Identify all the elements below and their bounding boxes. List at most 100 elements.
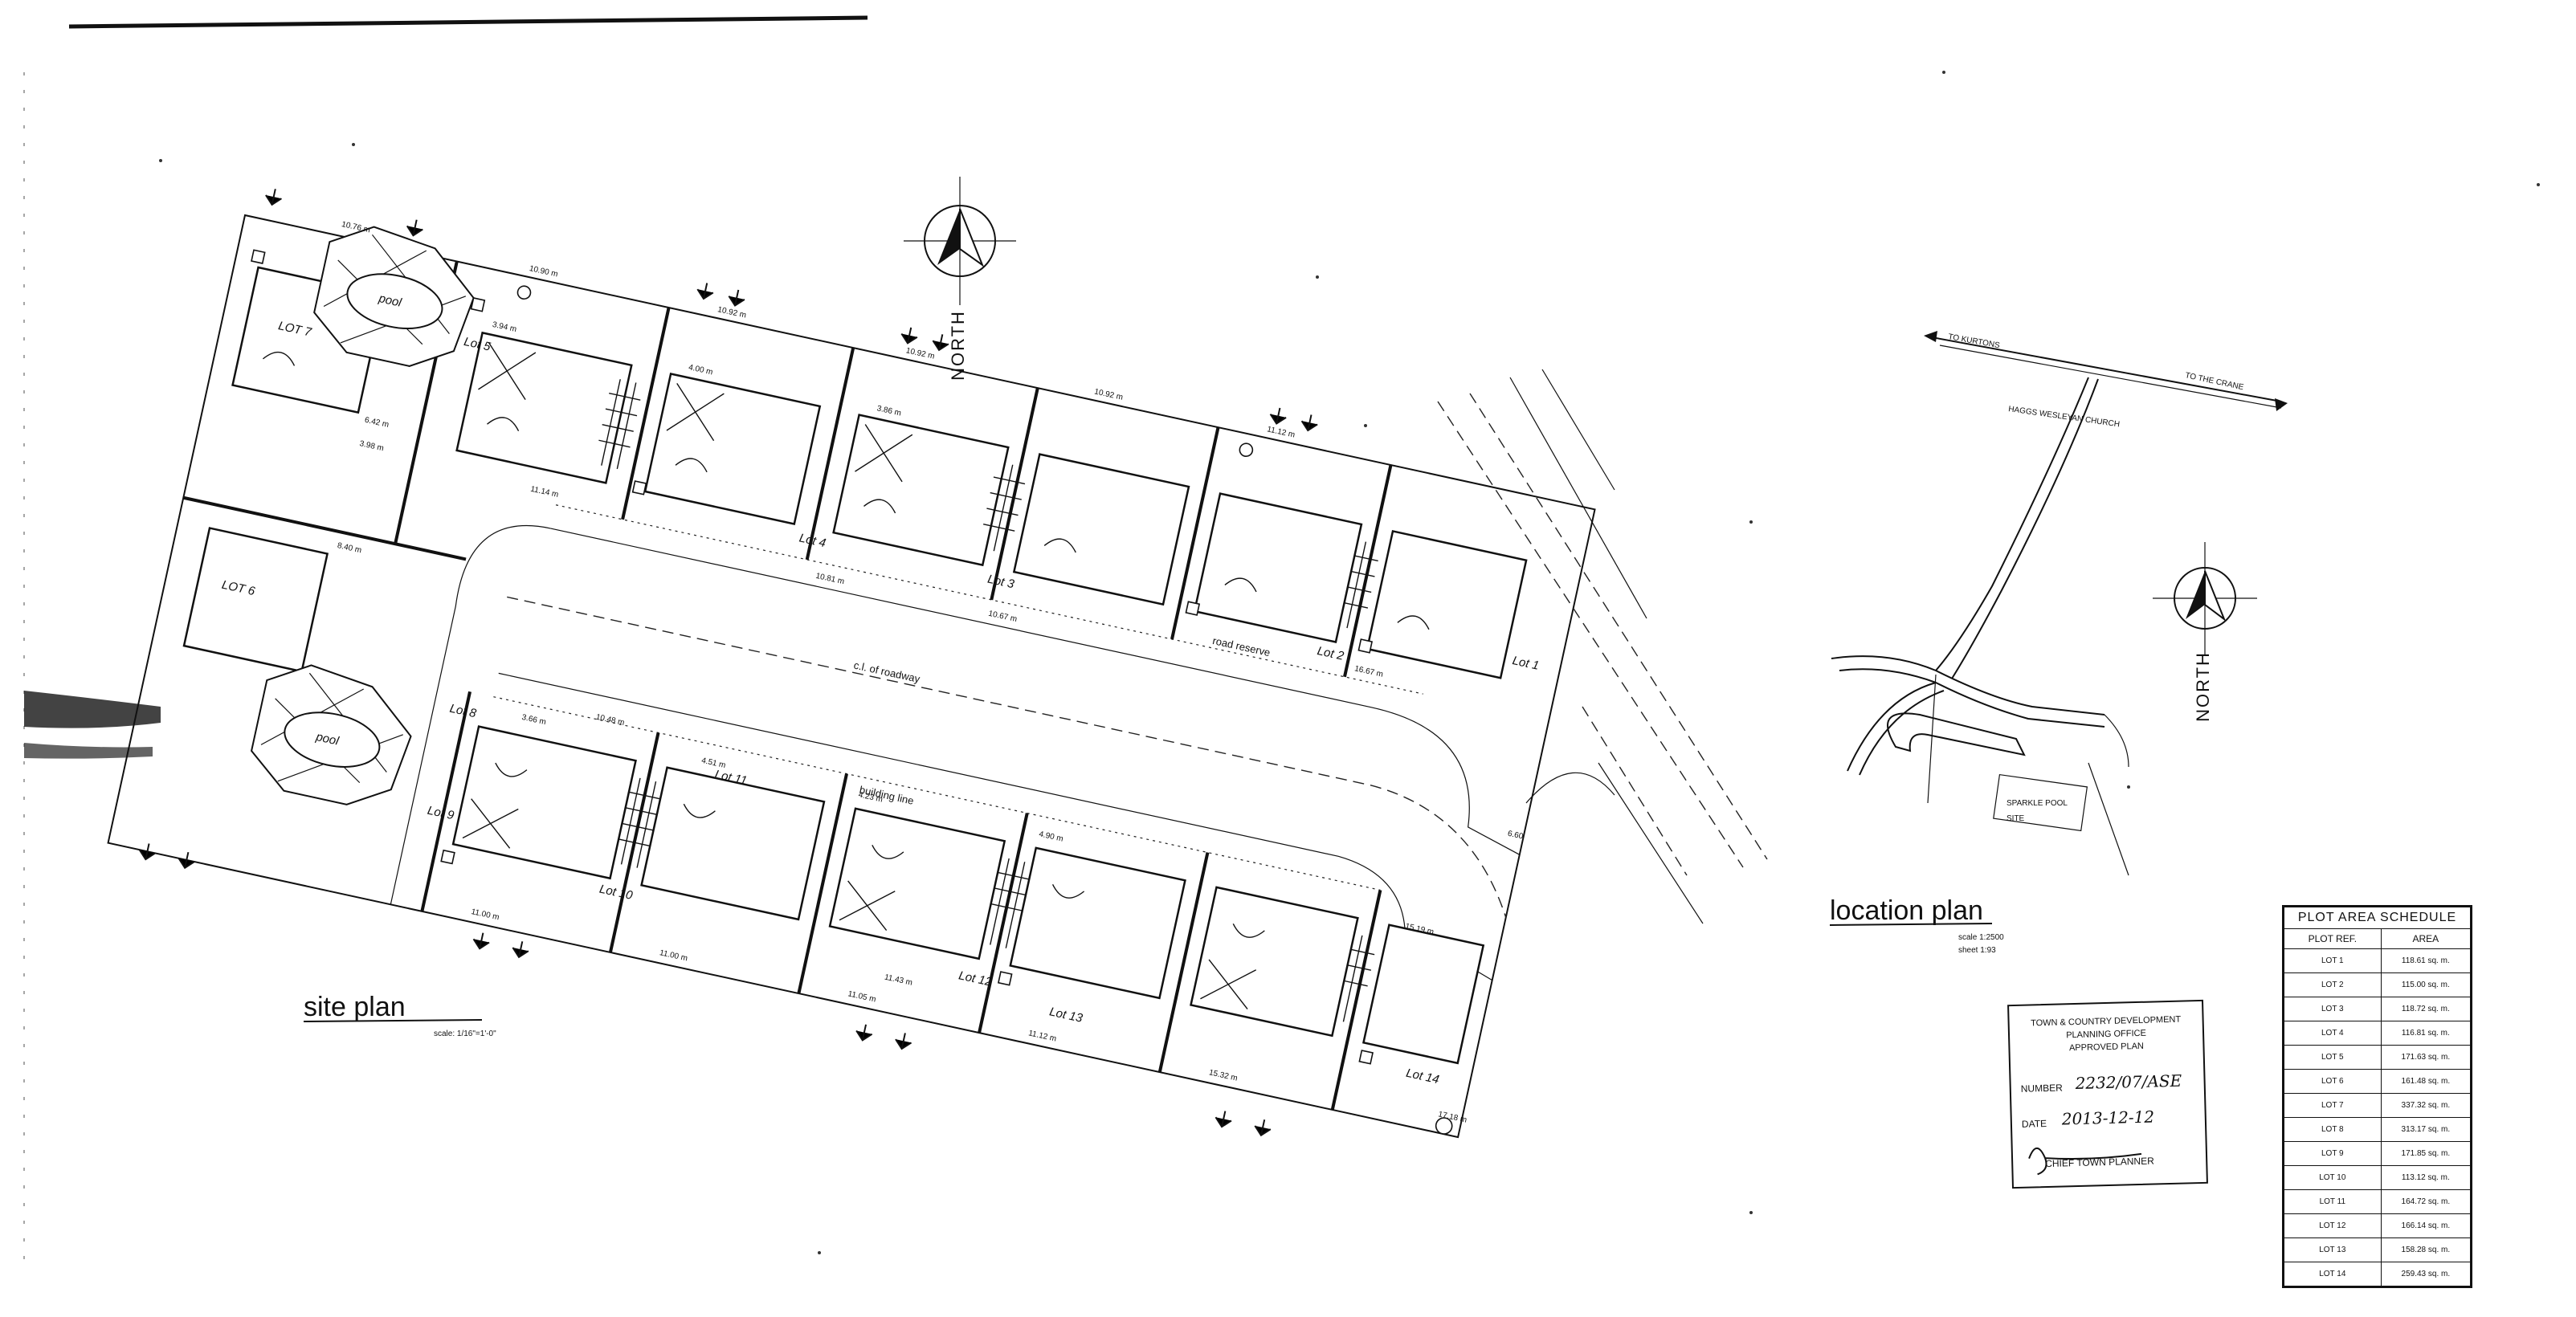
svg-text:11.05 m: 11.05 m bbox=[847, 989, 876, 1004]
schedule-title: PLOT AREA SCHEDULE bbox=[2284, 907, 2471, 929]
main-road-lines bbox=[1437, 369, 1768, 924]
site-plan-title: site plan bbox=[304, 992, 406, 1022]
svg-text:Lot 3: Lot 3 bbox=[986, 573, 1016, 592]
svg-text:Lot 10: Lot 10 bbox=[598, 882, 635, 903]
svg-text:3.94 m: 3.94 m bbox=[492, 320, 517, 334]
schedule-area: 259.43 sq. m. bbox=[2380, 1262, 2472, 1286]
schedule-plot-ref: LOT 11 bbox=[2284, 1189, 2382, 1214]
schedule-area: 171.63 sq. m. bbox=[2380, 1045, 2472, 1070]
lot-labels: LOT 7 LOT 6 Lot 5 Lot 4 Lot 3 Lot 2 Lot … bbox=[221, 319, 1541, 1087]
road-reserve-label: road reserve bbox=[1211, 634, 1272, 658]
road-edge bbox=[498, 672, 1493, 981]
svg-text:10.92 m: 10.92 m bbox=[1093, 387, 1124, 402]
stamp-line-1: TOWN & COUNTRY DEVELOPMENT bbox=[2030, 1014, 2182, 1029]
north-arrow-location bbox=[2153, 542, 2257, 654]
stamp-date-value: 2013-12-12 bbox=[2061, 1107, 2155, 1129]
svg-text:16.67 m: 16.67 m bbox=[1353, 664, 1384, 679]
svg-text:8.40 m: 8.40 m bbox=[337, 541, 362, 555]
location-plan-title: location plan bbox=[1830, 895, 1983, 926]
schedule-plot-ref: LOT 6 bbox=[2284, 1069, 2382, 1094]
svg-text:3.98 m: 3.98 m bbox=[359, 439, 385, 453]
pool-label: pool bbox=[314, 730, 341, 748]
schedule-area: 115.00 sq. m. bbox=[2380, 972, 2472, 997]
schedule-area: 164.72 sq. m. bbox=[2380, 1189, 2472, 1214]
location-label-site: SITE bbox=[2007, 814, 2025, 823]
svg-text:Lot 14: Lot 14 bbox=[1405, 1066, 1440, 1087]
approval-stamp: TOWN & COUNTRY DEVELOPMENT PLANNING OFFI… bbox=[2007, 999, 2208, 1189]
svg-text:Lot 5: Lot 5 bbox=[463, 335, 492, 354]
svg-text:10.81 m: 10.81 m bbox=[814, 572, 845, 586]
site-boundary bbox=[107, 214, 1596, 1139]
location-plan-scale: scale 1:2500 bbox=[1958, 933, 2004, 942]
schedule-plot-ref: LOT 4 bbox=[2284, 1021, 2382, 1046]
schedule-area: 313.17 sq. m. bbox=[2380, 1117, 2472, 1142]
stamp-number-label: NUMBER bbox=[2020, 1082, 2063, 1095]
svg-text:10.67 m: 10.67 m bbox=[987, 610, 1018, 624]
manhole-symbols bbox=[251, 249, 1453, 1135]
schedule-plot-ref: LOT 1 bbox=[2284, 948, 2382, 973]
svg-text:11.12 m: 11.12 m bbox=[1027, 1029, 1057, 1043]
svg-text:4.90 m: 4.90 m bbox=[1038, 830, 1063, 843]
road-centerline bbox=[507, 596, 1507, 918]
dimension-labels: 10.76 m 10.90 m 10.92 m 10.92 m 10.92 m … bbox=[337, 220, 1525, 1125]
svg-text:Lot 13: Lot 13 bbox=[1048, 1005, 1084, 1025]
location-label-church: HAGGS WESLEYAN CHURCH bbox=[2008, 405, 2121, 429]
schedule-header-area: AREA bbox=[2380, 928, 2472, 949]
stamp-number-value: 2232/07/ASE bbox=[2075, 1070, 2182, 1094]
svg-text:11.00 m: 11.00 m bbox=[471, 907, 500, 922]
schedule-area: 113.12 sq. m. bbox=[2380, 1165, 2472, 1190]
road-edge bbox=[390, 524, 551, 905]
schedule-plot-ref: LOT 3 bbox=[2284, 997, 2382, 1021]
location-plan-sheet: sheet 1:93 bbox=[1958, 946, 1996, 955]
palm-tree-symbols bbox=[138, 189, 1318, 1137]
pool-label: pool bbox=[377, 292, 403, 310]
schedule-plot-ref: LOT 2 bbox=[2284, 972, 2382, 997]
svg-text:11.14 m: 11.14 m bbox=[529, 485, 559, 499]
schedule-header-plot-ref: PLOT REF. bbox=[2284, 928, 2382, 949]
svg-text:Lot 12: Lot 12 bbox=[957, 968, 994, 989]
schedule-area: 166.14 sq. m. bbox=[2380, 1213, 2472, 1238]
svg-text:10.92 m: 10.92 m bbox=[716, 305, 747, 320]
stamp-line-3: APPROVED PLAN bbox=[2068, 1041, 2145, 1054]
schedule-area: 337.32 sq. m. bbox=[2380, 1093, 2472, 1118]
road-edge bbox=[550, 528, 1521, 855]
scan-smear bbox=[24, 743, 153, 759]
schedule-plot-ref: LOT 10 bbox=[2284, 1165, 2382, 1190]
svg-text:6.42 m: 6.42 m bbox=[364, 416, 390, 430]
svg-text:Lot 8: Lot 8 bbox=[448, 702, 478, 721]
schedule-area: 116.81 sq. m. bbox=[2380, 1021, 2472, 1046]
schedule-area: 171.85 sq. m. bbox=[2380, 1141, 2472, 1166]
stamp-signature bbox=[2028, 1147, 2142, 1176]
location-label-sparkle: SPARKLE POOL bbox=[2007, 799, 2068, 808]
site-plan-scale: scale: 1/16"=1'-0" bbox=[434, 1030, 496, 1038]
svg-text:Lot 1: Lot 1 bbox=[1511, 654, 1540, 673]
schedule-area: 158.28 sq. m. bbox=[2380, 1237, 2472, 1262]
svg-text:3.66 m: 3.66 m bbox=[521, 713, 547, 727]
north-label-location: NORTH bbox=[2193, 651, 2213, 722]
svg-text:11.12 m: 11.12 m bbox=[1266, 425, 1296, 439]
schedule-plot-ref: LOT 13 bbox=[2284, 1237, 2382, 1262]
location-plan-title-underline bbox=[1829, 923, 1993, 926]
road-reserve-line bbox=[555, 504, 1423, 695]
svg-text:11.00 m: 11.00 m bbox=[659, 948, 688, 963]
svg-text:Lot 2: Lot 2 bbox=[1316, 644, 1345, 663]
site-plan-drawing: c.l. of roadway road reserve building li… bbox=[107, 189, 1596, 1139]
schedule-area: 118.72 sq. m. bbox=[2380, 997, 2472, 1021]
schedule-area: 161.48 sq. m. bbox=[2380, 1069, 2472, 1094]
